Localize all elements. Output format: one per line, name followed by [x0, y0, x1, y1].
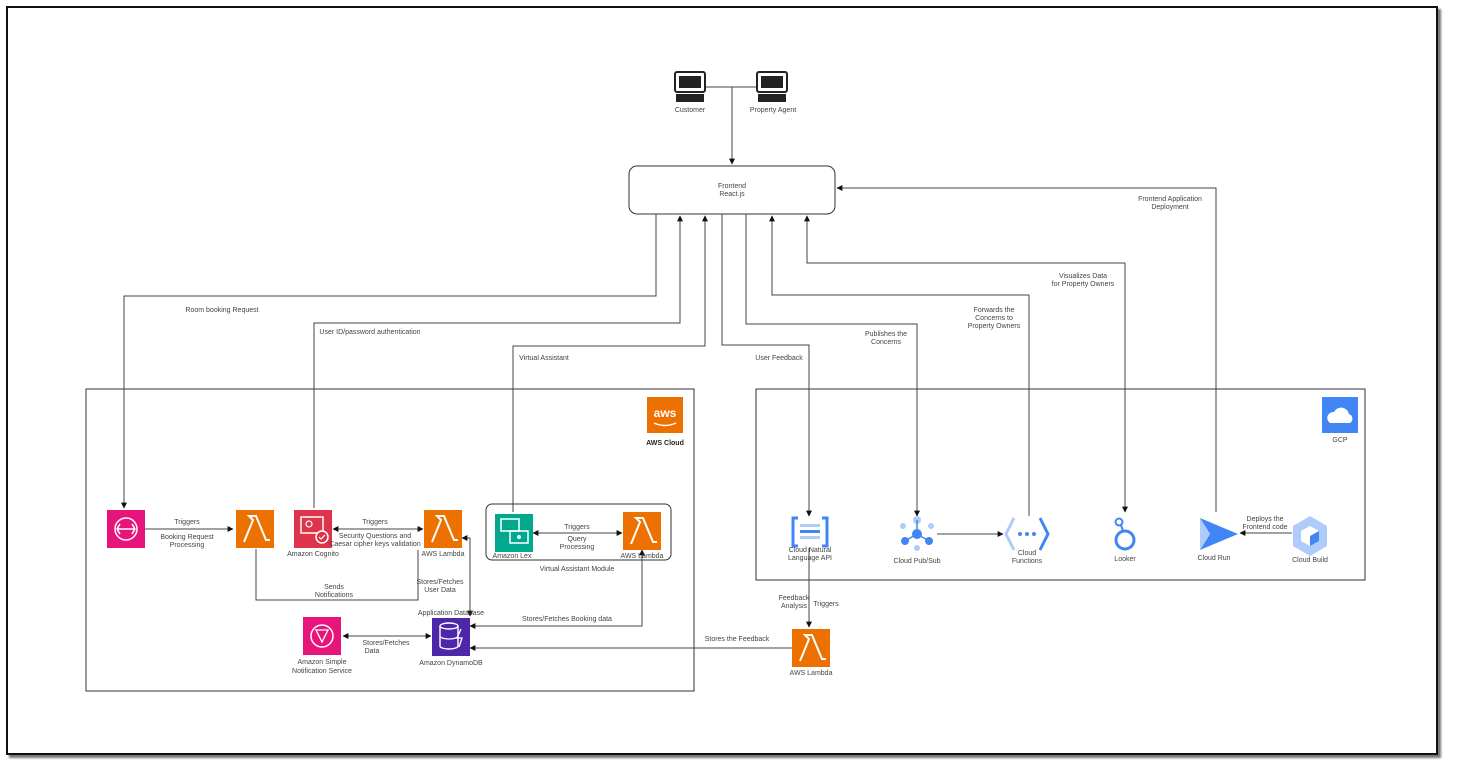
forwards-label-2: Concerns to: [975, 315, 1013, 322]
aws-logo-text: aws: [654, 406, 677, 420]
feedback-analysis-label-1: Feedback: [779, 595, 810, 602]
frontend-title: Frontend: [718, 183, 746, 190]
booking-queue-icon: [107, 510, 145, 548]
visualizes-label-2: for Property Owners: [1052, 281, 1115, 288]
property-agent-label: Property Agent: [750, 107, 796, 114]
diagram-frame: [6, 6, 1438, 755]
room-booking-label: Room booking Request: [185, 307, 258, 314]
lambda-feedback-label: AWS Lambda: [790, 670, 833, 677]
stores-booking-edge: [469, 549, 645, 629]
cloud-run-icon: [1200, 518, 1238, 550]
stores-user-label-1: Stores/Fetches: [416, 579, 464, 586]
forwards-label-3: Property Owners: [968, 323, 1021, 330]
connectors: [121, 86, 1292, 651]
deploy-label-1: Frontend Application: [1138, 196, 1202, 203]
gcp-title: GCP: [1332, 437, 1348, 444]
gcp-boundary: [755, 388, 1366, 581]
triggers-feedback-label: Triggers: [813, 601, 839, 608]
aws-cloud-boundary: [85, 388, 695, 692]
lambda-feedback-icon: [792, 629, 830, 667]
stores-booking-label: Stores/Fetches Booking data: [522, 616, 612, 623]
frontend-subtitle: React.js: [719, 191, 745, 198]
nl-label-2: Language API: [788, 555, 832, 562]
triggers-lex-label: Triggers: [564, 524, 590, 531]
dynamodb-icon: [432, 618, 470, 656]
virtual-assistant-label: Virtual Assistant: [519, 355, 569, 362]
aws-cloud-title: AWS Cloud: [646, 440, 684, 447]
customer-label: Customer: [675, 107, 706, 114]
deploys-label-2: Frontend code: [1242, 524, 1287, 531]
lex-label: Amazon Lex: [493, 553, 532, 560]
triggers-auth-label: Triggers: [362, 519, 388, 526]
aws-logo-icon: aws: [647, 397, 683, 433]
cognito-icon: [294, 510, 332, 548]
customer-computer-icon: [674, 71, 706, 102]
stores-data-label-2: Data: [365, 648, 380, 655]
query-label-1: Query: [567, 536, 587, 543]
frontend-box: [628, 165, 836, 215]
query-label-2: Processing: [560, 544, 595, 551]
sns-label-2: Notification Service: [292, 668, 352, 675]
cloud-build-label: Cloud Build: [1292, 557, 1328, 564]
lambda-booking-icon: [236, 510, 274, 548]
deploy-label-2: Deployment: [1151, 204, 1188, 211]
auth-edge: [313, 215, 683, 508]
sends-notifications-edge: [255, 549, 419, 601]
cloud-build-icon: [1293, 516, 1327, 556]
user-feedback-label: User Feedback: [755, 355, 803, 362]
va-module-label: Virtual Assistant Module: [540, 566, 615, 573]
sends-label-1: Sends: [324, 584, 344, 591]
publishes-label-2: Concerns: [871, 339, 901, 346]
publishes-label-1: Publishes the: [865, 331, 907, 338]
forwards-label-1: Forwards the: [974, 307, 1015, 314]
deployment-edge: [836, 185, 1217, 512]
user-feedback-edge: [721, 214, 812, 517]
sends-label-2: Notifications: [315, 592, 354, 599]
cognito-label: Amazon Cognito: [287, 551, 339, 558]
looker-icon: [1114, 517, 1136, 551]
natural-language-icon: [791, 516, 829, 548]
dynamo-top-label: Application Database: [418, 610, 484, 617]
sns-icon: [303, 617, 341, 655]
booking-processing-label-2: Processing: [170, 542, 205, 549]
forwards-edge: [769, 215, 1030, 516]
stores-feedback-label: Stores the Feedback: [705, 636, 770, 643]
cloud-run-label: Cloud Run: [1197, 555, 1230, 562]
dynamo-label: Amazon DynamoDB: [419, 660, 483, 667]
stores-data-label-1: Stores/Fetches: [362, 640, 410, 647]
nl-label-1: Cloud Natural: [789, 547, 832, 554]
visualizes-edge: [804, 215, 1128, 513]
stores-user-label-2: User Data: [424, 587, 456, 594]
property-agent-computer-icon: [756, 71, 788, 102]
lambda-auth-label: AWS Lambda: [422, 551, 465, 558]
cf-label-2: Functions: [1012, 558, 1043, 565]
lambda-va-icon: [623, 512, 661, 550]
feedback-analysis-label-2: Analysis: [781, 603, 808, 610]
looker-label: Looker: [1114, 556, 1136, 563]
triggers-booking-label: Triggers: [174, 519, 200, 526]
cloud-functions-icon: [1004, 517, 1050, 551]
lambda-auth-icon: [424, 510, 462, 548]
gcp-cloud-icon: [1322, 397, 1358, 433]
security-label-1: Security Questions and: [339, 533, 411, 540]
sns-label-1: Amazon Simple: [297, 659, 346, 666]
deploys-label-1: Deploys the: [1247, 516, 1284, 523]
security-label-2: Caesar cipher keys validation: [329, 541, 421, 548]
lambda-va-label: AWS Lambda: [621, 553, 664, 560]
virtual-assistant-edge: [512, 215, 708, 512]
lex-icon: [495, 514, 533, 552]
pubsub-label: Cloud Pub/Sub: [893, 558, 940, 565]
cf-label-1: Cloud: [1018, 550, 1036, 557]
booking-processing-label-1: Booking Request: [160, 534, 213, 541]
stores-user-data-edge: [461, 535, 473, 617]
visualizes-label-1: Visualizes Data: [1059, 273, 1107, 280]
pubsub-icon: [900, 516, 934, 551]
room-booking-edge: [121, 214, 657, 509]
auth-label: User ID/password authentication: [319, 329, 420, 336]
